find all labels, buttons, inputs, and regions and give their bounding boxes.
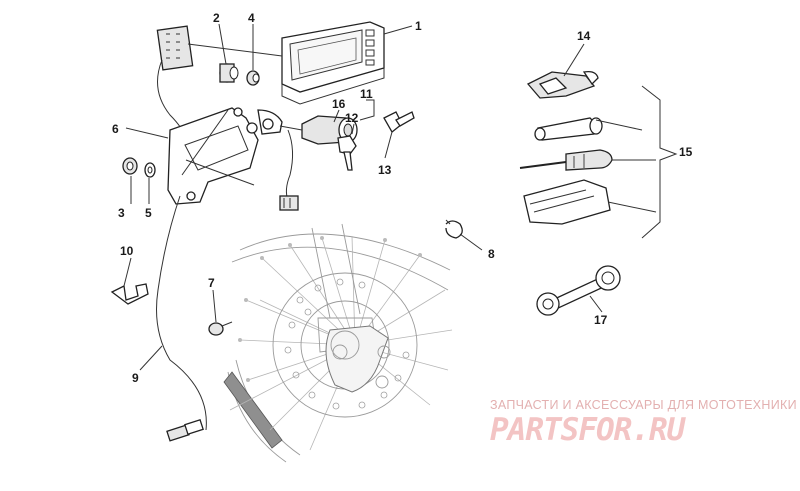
callout-6: 6 bbox=[112, 122, 119, 136]
tool-bag bbox=[523, 179, 611, 225]
washer bbox=[144, 162, 156, 178]
callout-4: 4 bbox=[248, 11, 255, 25]
harness-plug bbox=[166, 418, 204, 442]
instrument-panel bbox=[281, 21, 385, 105]
ignition-plug bbox=[279, 195, 299, 211]
ring-spanner bbox=[536, 265, 621, 316]
callout-12: 12 bbox=[345, 111, 359, 125]
screwdriver bbox=[519, 149, 613, 171]
callout-17: 17 bbox=[594, 313, 608, 327]
callout-7: 7 bbox=[208, 276, 215, 290]
watermark: ЗАПЧАСТИ И АКСЕССУАРЫ ДЛЯ МОТОТЕХНИКИ PA… bbox=[490, 398, 797, 448]
box-spanner bbox=[534, 117, 603, 141]
spacer bbox=[219, 63, 239, 83]
callout-16: 16 bbox=[332, 97, 346, 111]
callout-5: 5 bbox=[145, 206, 152, 220]
callout-8: 8 bbox=[488, 247, 495, 261]
mounting-bracket bbox=[167, 107, 283, 205]
leader-lines bbox=[123, 23, 603, 371]
callout-1: 1 bbox=[415, 19, 422, 33]
tool-strap bbox=[526, 70, 599, 99]
callout-10: 10 bbox=[120, 244, 134, 258]
key bbox=[337, 135, 357, 171]
callout-2: 2 bbox=[213, 11, 220, 25]
screw bbox=[208, 321, 233, 336]
front-wheel bbox=[223, 223, 453, 463]
circlip bbox=[445, 219, 463, 239]
nut bbox=[246, 70, 260, 86]
leader-lines-toolkit bbox=[595, 119, 657, 213]
watermark-logo: PARTSFOR.RU bbox=[490, 412, 687, 448]
grommet bbox=[122, 157, 138, 175]
connector-block bbox=[156, 25, 194, 71]
key bbox=[383, 111, 415, 133]
callout-labels: 1 2 3 4 5 6 7 8 9 10 11 12 13 14 15 16 1… bbox=[112, 11, 693, 385]
callout-15: 15 bbox=[679, 145, 693, 159]
callout-14: 14 bbox=[577, 29, 591, 43]
callout-9: 9 bbox=[132, 371, 139, 385]
watermark-tagline: ЗАПЧАСТИ И АКСЕССУАРЫ ДЛЯ МОТОТЕХНИКИ bbox=[490, 398, 797, 412]
wire-clip bbox=[110, 283, 149, 305]
callout-11: 11 bbox=[360, 87, 373, 101]
callout-3: 3 bbox=[118, 206, 125, 220]
callout-13: 13 bbox=[378, 163, 392, 177]
